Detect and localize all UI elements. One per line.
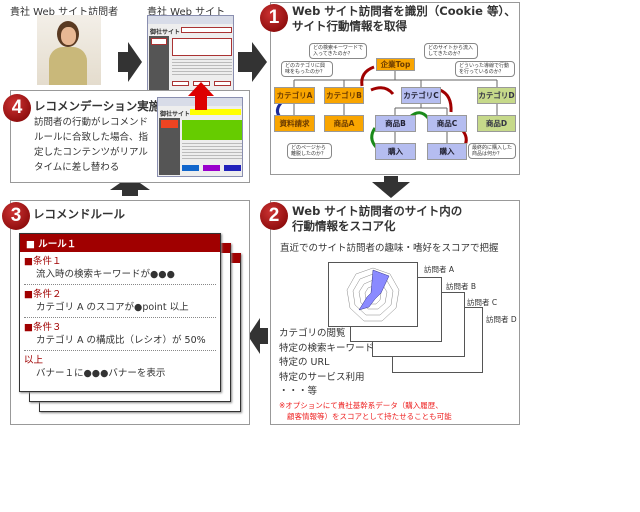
option-note-line2: 顧客情報等）をスコアとして持たせることも可能 (287, 412, 452, 421)
bubble-category: どのカテゴリに興味をもったのか？ (281, 61, 333, 77)
node-doc-request: 資料請求 (274, 115, 315, 132)
visitor-d-label: 訪問者 D (486, 315, 517, 324)
visitor-label: 貴社 Web サイト訪問者 (10, 7, 119, 18)
visitor-a-label: 訪問者 A (424, 265, 455, 274)
bubble-keyword: どの検索キーワードで入ってきたのか？ (309, 43, 367, 59)
visitor-b-label: 訪問者 B (446, 282, 477, 291)
site-name: 御社サイト (160, 111, 191, 118)
node-product-b: 商品B (375, 115, 416, 132)
node-purchase-2: 購入 (427, 143, 467, 160)
node-product-d: 商品D (477, 115, 516, 132)
node-category-b: カテゴリB (324, 87, 364, 104)
step2-badge: 2 (260, 202, 288, 230)
node-category-a: カテゴリA (274, 87, 315, 104)
action-head: 以上 (24, 355, 44, 366)
visitor-photo (37, 15, 101, 85)
bubble-referrer: どのサイトから流入してきたのか？ (424, 43, 478, 59)
radar-chart (346, 267, 400, 322)
bubble-final-purchase: 最終的に購入した商品は何か？ (468, 143, 516, 159)
step1-title-line2: サイト行動情報を取得 (292, 19, 407, 33)
step4-title: レコメンデーション実施 (34, 99, 161, 113)
arrow-right-2 (238, 42, 267, 82)
step3-title: レコメンドルール (33, 207, 125, 221)
rule-action: 以上バナー１に●●●バナーを表示 (24, 351, 216, 380)
step4-description: 訪問者の行動がレコメンド ルールに合致した場合、指 定したコンテンツがリアル タ… (34, 115, 148, 175)
node-product-a: 商品A (324, 115, 364, 132)
condition-head: ■条件２ (24, 289, 62, 300)
score-item: 特定の検索キーワード (279, 342, 375, 354)
score-item: ・・・等 (279, 386, 318, 397)
score-item: カテゴリの閲覧 (279, 328, 346, 339)
arrow-up (110, 176, 150, 196)
arrow-left (248, 318, 268, 354)
node-category-c: カテゴリC (401, 87, 441, 104)
condition-head: ■条件３ (24, 322, 62, 333)
step2-title-line2: 行動情報をスコア化 (292, 219, 396, 233)
step2-title: Web サイト訪問者のサイト内の行動情報をスコア化 (292, 204, 462, 234)
condition-1: ■条件１ 流入時の検索キーワードが●●● (24, 255, 216, 285)
step4-badge: 4 (3, 94, 31, 122)
site-label: 貴社 Web サイト (147, 7, 226, 18)
node-category-d: カテゴリD (477, 87, 516, 104)
red-up-arrow (188, 82, 214, 110)
site-name: 御社サイト (150, 29, 181, 36)
desc-line: タイムに差し替わる (34, 162, 120, 173)
bubble-path: どういった導線で行動を行っているのか？ (455, 61, 515, 77)
rule-card-1: ■ ルール１ ■条件１ 流入時の検索キーワードが●●● ■条件２ カテゴリ A のス… (19, 233, 221, 392)
option-note: ※オプションにて貴社基幹系データ（購入履歴、 顧客情報等）をスコアとして持たせる… (279, 400, 452, 422)
desc-line: 定したコンテンツがリアル (34, 147, 148, 158)
condition-3: ■条件３ カテゴリ A の構成比（レシオ）が 50% (24, 318, 216, 351)
node-purchase-1: 購入 (375, 143, 416, 160)
step2-subtitle: 直近でのサイト訪問者の趣味・嗜好をスコアで把握 (280, 243, 499, 254)
action-text: バナー１に●●●バナーを表示 (36, 368, 166, 379)
step2-title-line1: Web サイト訪問者のサイト内の (292, 204, 463, 218)
condition-2: ■条件２ カテゴリ A のスコアが●point 以上 (24, 285, 216, 318)
bubble-exit: どのページから離脱したのか？ (287, 143, 332, 159)
node-product-c: 商品C (427, 115, 467, 132)
radar-score-area (358, 269, 390, 311)
option-note-line1: ※オプションにて貴社基幹系データ（購入履歴、 (279, 401, 443, 410)
arrow-right-1 (118, 42, 142, 82)
condition-text: カテゴリ A のスコアが●point 以上 (36, 302, 189, 313)
condition-text: カテゴリ A の構成比（レシオ）が 50% (36, 335, 206, 346)
step1-badge: 1 (260, 4, 288, 32)
score-card-a (328, 262, 418, 327)
condition-head: ■条件１ (24, 256, 62, 267)
step1-title: Web サイト訪問者を識別（Cookie 等）、サイト行動情報を取得 (292, 4, 516, 34)
score-item: 特定のサービス利用 (279, 371, 365, 383)
condition-text: 流入時の検索キーワードが●●● (36, 269, 175, 280)
rule-title: ■ ルール１ (20, 234, 220, 252)
visitor-c-label: 訪問者 C (467, 298, 498, 307)
node-top: 企業Top (376, 58, 415, 71)
arrow-down (372, 176, 410, 198)
step3-badge: 3 (2, 202, 30, 230)
score-items-list: カテゴリの閲覧 特定の検索キーワード 特定の URL 特定のサービス利用 ・・・… (279, 327, 374, 400)
score-item: 特定の URL (279, 357, 330, 368)
desc-line: ルールに合致した場合、指 (34, 132, 149, 143)
desc-line: 訪問者の行動がレコメンド (34, 117, 149, 128)
step1-title-line1: Web サイト訪問者を識別（Cookie 等）、 (292, 4, 516, 18)
